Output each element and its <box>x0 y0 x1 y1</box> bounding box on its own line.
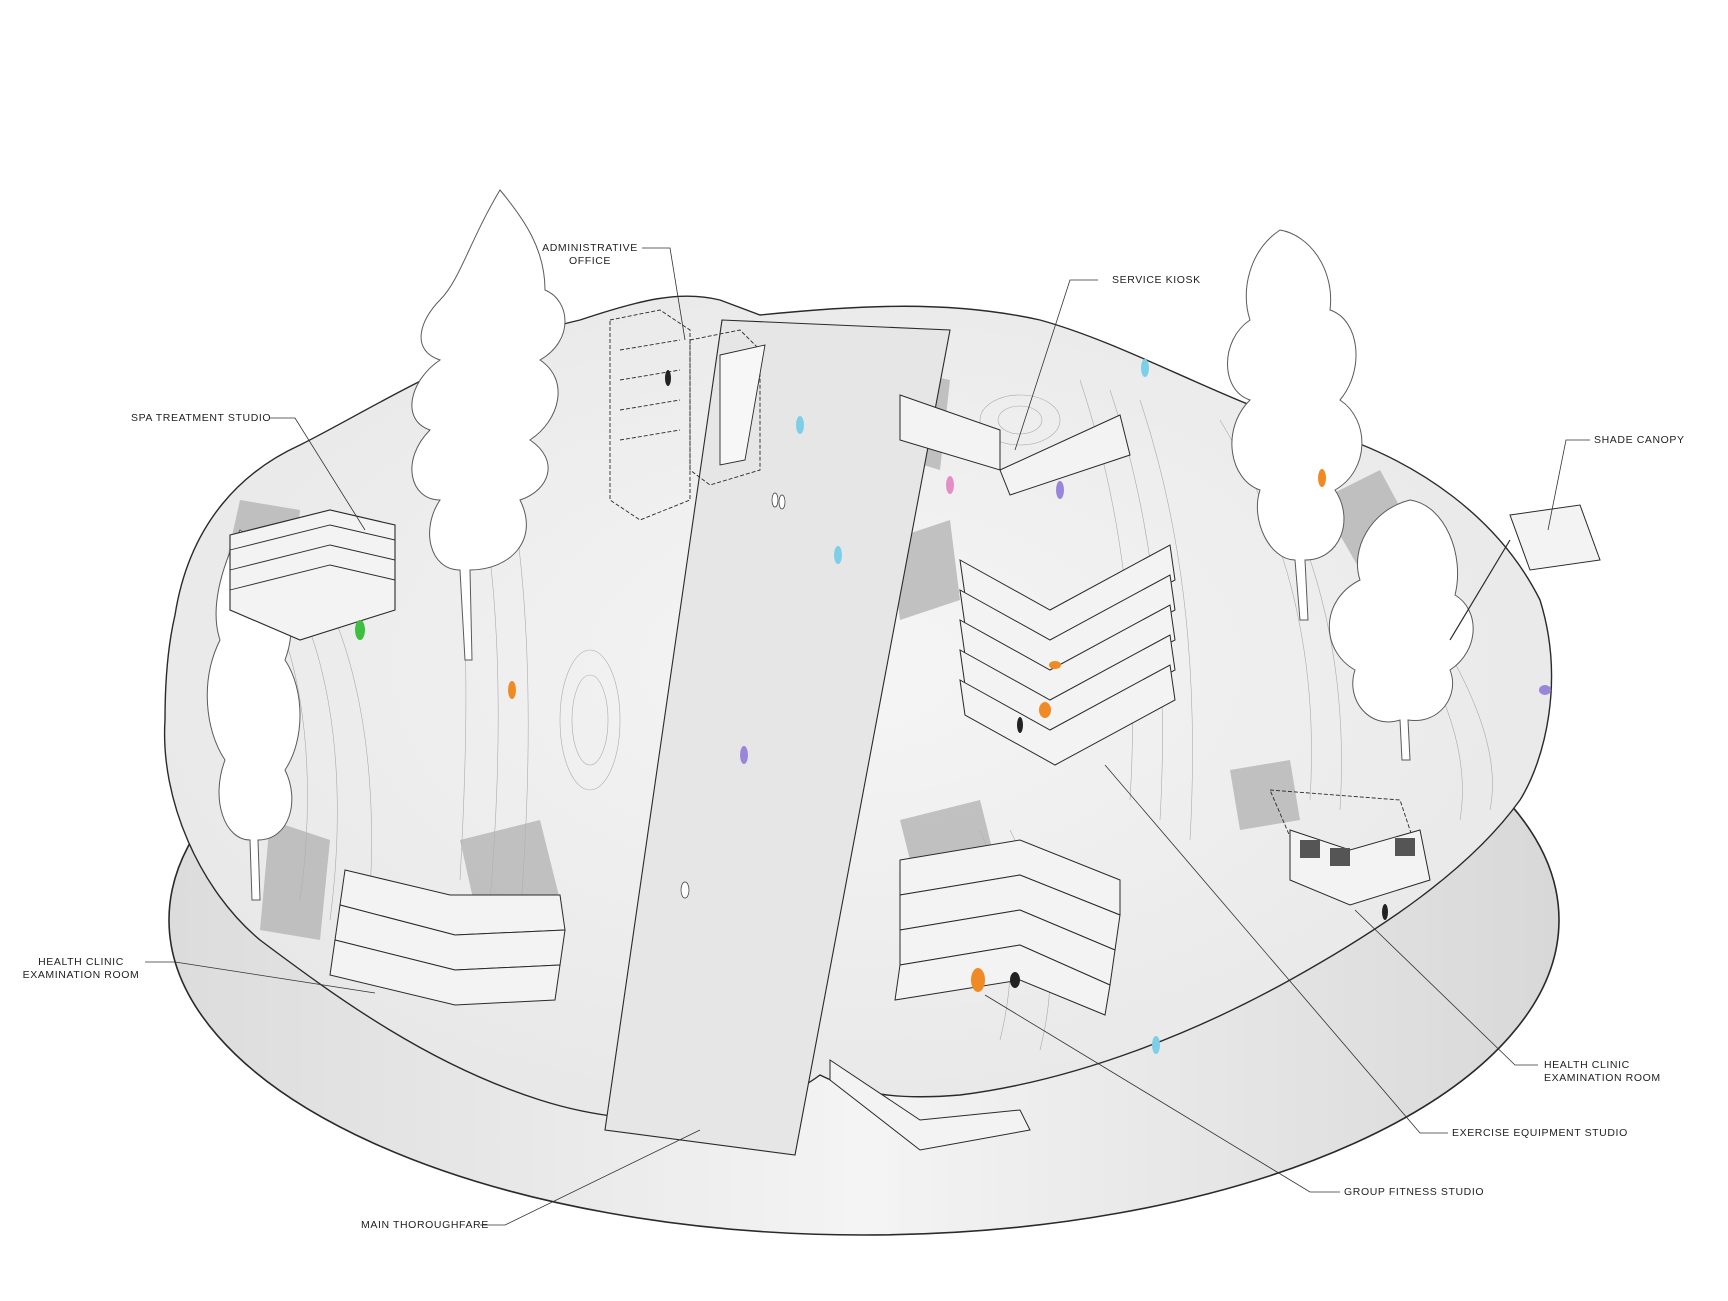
tree-icon <box>1227 229 1363 621</box>
label-exercise-equipment-studio: EXERCISE EQUIPMENT STUDIO <box>1452 1127 1628 1139</box>
label-spa-treatment-studio: SPA TREATMENT STUDIO <box>131 412 272 424</box>
label-main-thoroughfare: MAIN THOROUGHFARE <box>361 1219 489 1231</box>
label-health-clinic-examination-room-right: HEALTH CLINIC EXAMINATION ROOM <box>1544 1059 1661 1084</box>
administrative-office-building <box>609 309 766 521</box>
health-clinic-right-building <box>1269 789 1431 906</box>
spa-treatment-studio-building <box>229 509 396 641</box>
exercise-equipment-studio-building <box>959 544 1176 766</box>
shade-canopy-structure <box>1449 504 1601 641</box>
label-health-clinic-examination-room-left: HEALTH CLINIC EXAMINATION ROOM <box>22 956 140 981</box>
label-shade-canopy: SHADE CANOPY <box>1594 434 1685 446</box>
group-fitness-studio-building <box>894 839 1121 1016</box>
label-service-kiosk: SERVICE KIOSK <box>1112 274 1201 286</box>
tree-icon <box>1328 499 1474 761</box>
leader-lines <box>145 247 1590 1226</box>
main-thoroughfare-road <box>604 319 951 1156</box>
label-administrative-office: ADMINISTRATIVE OFFICE <box>542 242 638 267</box>
tree-icon <box>411 189 566 661</box>
label-group-fitness-studio: GROUP FITNESS STUDIO <box>1344 1186 1485 1198</box>
service-kiosk-building <box>899 394 1131 496</box>
people-figures <box>355 359 1551 1054</box>
entrance-canopy-structure <box>829 1059 1031 1151</box>
trees <box>206 189 1474 901</box>
health-clinic-left-building <box>329 869 566 1006</box>
